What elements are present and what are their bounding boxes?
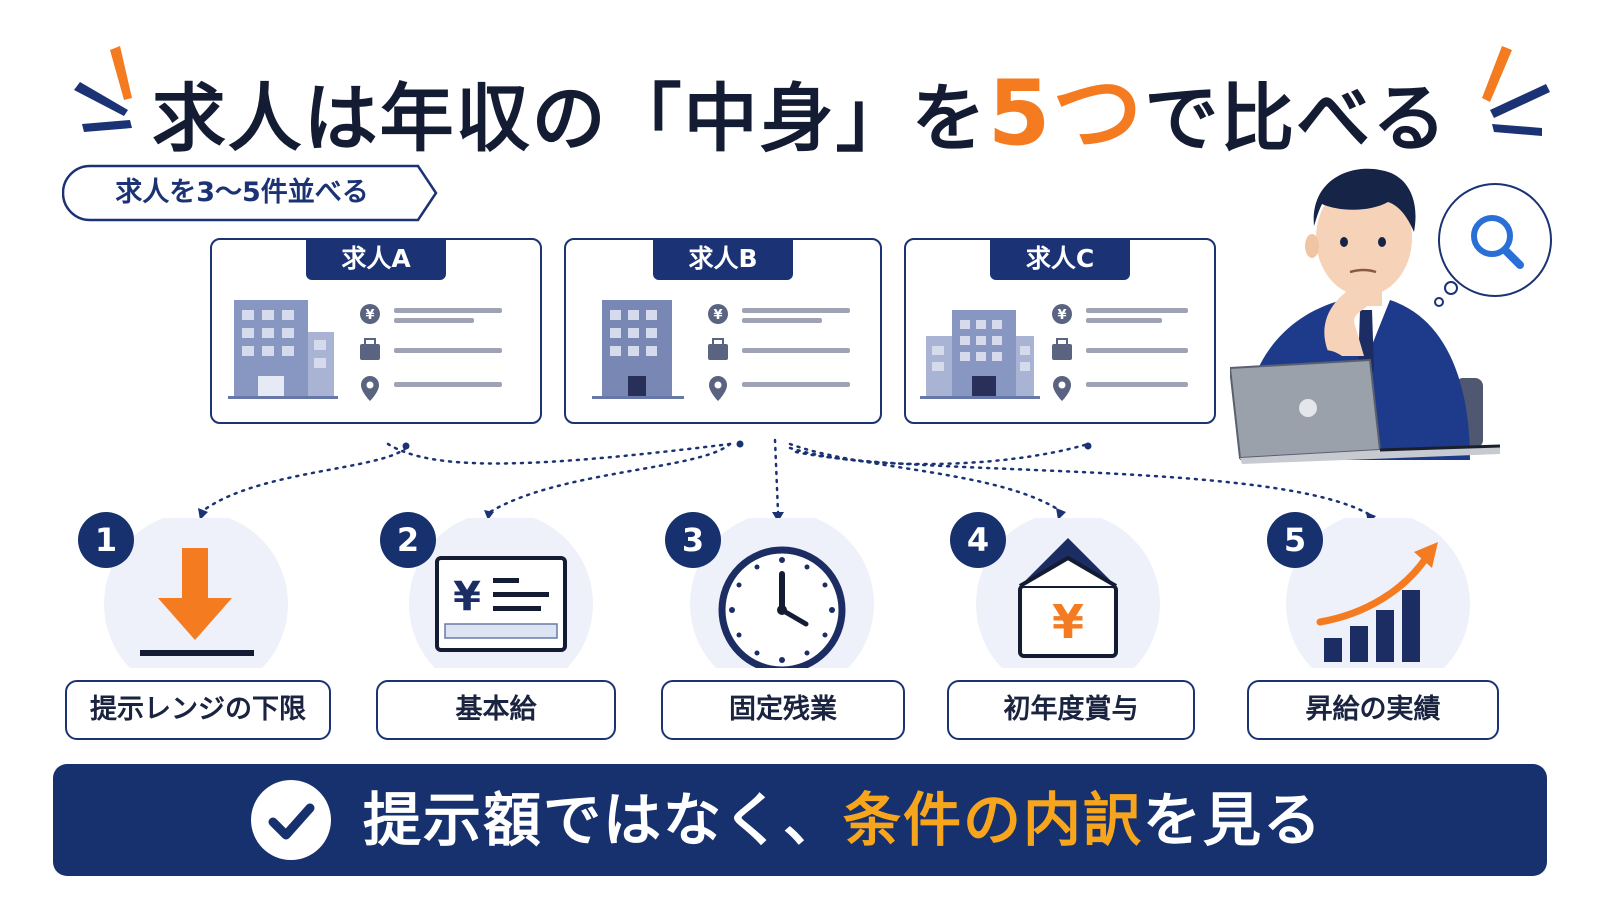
yen-slip-icon: ¥ [409, 518, 593, 668]
thinking-person-icon [1230, 168, 1552, 464]
summary-banner-text: 提示額ではなく、条件の内訳を見る [363, 764, 1323, 876]
job-card-c-graphic: ¥ [920, 304, 1188, 401]
factor-2-label: 基本給 [376, 680, 616, 740]
envelope-yen-icon: ¥ [976, 518, 1160, 668]
arrow-down-icon [104, 518, 288, 668]
factor-3-number: 3 [665, 512, 721, 568]
banner-text-highlight: 条件の内訳 [843, 786, 1144, 854]
factor-4-number: 4 [950, 512, 1006, 568]
job-card-a-label: 求人A [306, 238, 446, 280]
factor-1-number: 1 [78, 512, 134, 568]
factor-5-label: 昇給の実績 [1247, 680, 1499, 740]
title-part1: 求人は年収の「中身」を [151, 76, 988, 162]
svg-text:¥: ¥ [1057, 308, 1066, 323]
building-icon [228, 300, 338, 399]
svg-text:¥: ¥ [713, 308, 722, 323]
svg-text:¥: ¥ [453, 574, 481, 620]
building-icon [920, 310, 1040, 399]
clock-icon [690, 518, 874, 668]
compare-tag: 求人を3〜5件並べる [62, 164, 438, 222]
growth-chart-icon [1286, 518, 1470, 668]
job-card-c[interactable]: ¥ 求人C [904, 238, 1216, 424]
compare-tag-label: 求人を3〜5件並べる [115, 177, 369, 208]
job-card-b-label: 求人B [653, 238, 793, 280]
summary-banner: 提示額ではなく、条件の内訳を見る [53, 764, 1547, 876]
title-highlight: 5つ [987, 61, 1145, 166]
building-icon [592, 300, 684, 399]
banner-text-part2: を見る [1143, 786, 1324, 854]
svg-text:¥: ¥ [1052, 595, 1084, 649]
factor-5-number: 5 [1267, 512, 1323, 568]
check-circle-icon [251, 780, 331, 860]
job-card-a[interactable]: ¥ 求人A [210, 238, 542, 424]
right-burst-icon [1482, 46, 1550, 136]
factor-2-number: 2 [380, 512, 436, 568]
factor-4-label: 初年度賞与 [947, 680, 1195, 740]
factor-1-label: 提示レンジの下限 [65, 680, 331, 740]
job-card-b-graphic: ¥ [592, 300, 850, 401]
svg-text:¥: ¥ [365, 308, 374, 323]
job-card-a-graphic: ¥ [228, 300, 502, 401]
job-card-b[interactable]: ¥ 求人B [564, 238, 882, 424]
title-part2: で比べる [1144, 76, 1449, 162]
job-card-c-label: 求人C [990, 238, 1130, 280]
factor-3-label: 固定残業 [661, 680, 905, 740]
page-title: 求人は年収の「中身」を5つで比べる [0, 40, 1600, 170]
left-burst-icon [74, 46, 132, 132]
banner-text-part1: 提示額ではなく、 [363, 786, 844, 854]
